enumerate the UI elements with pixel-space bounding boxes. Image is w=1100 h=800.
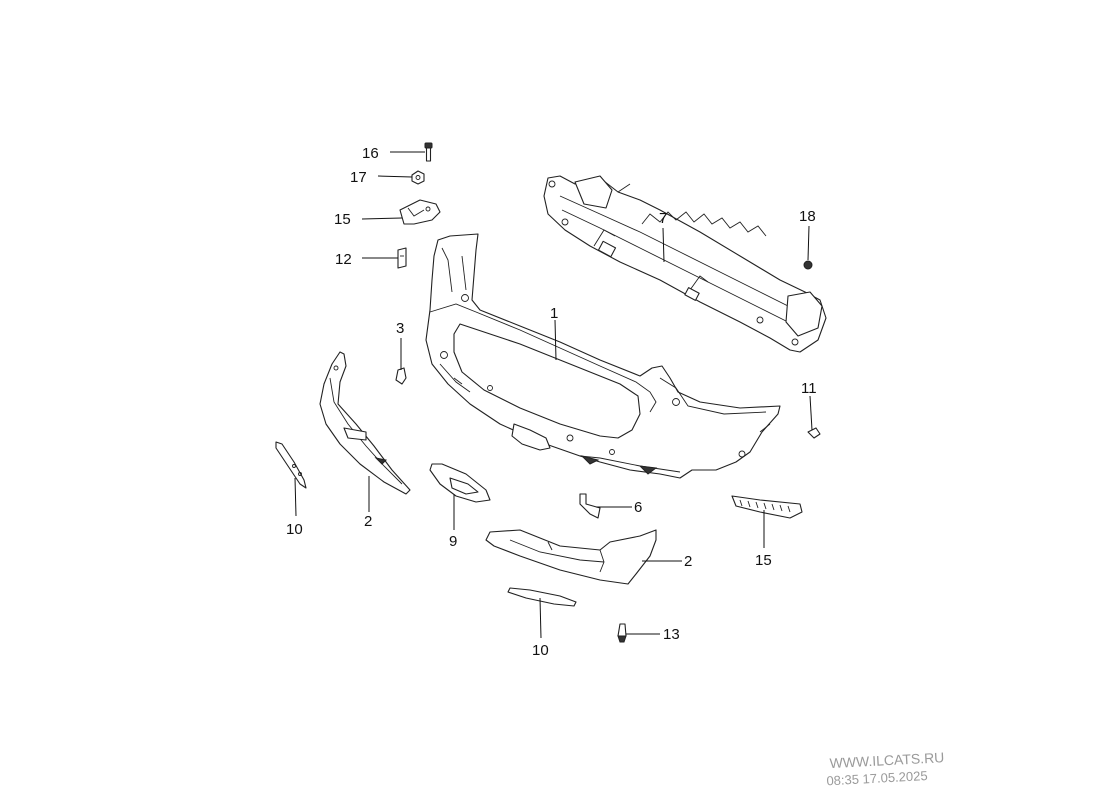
callout-18: 18	[799, 208, 816, 225]
callout-16: 16	[362, 145, 379, 162]
part-13-clip	[617, 623, 627, 643]
part-15-grille-right	[731, 495, 803, 519]
part-16-bolt	[424, 142, 433, 162]
callout-6: 6	[634, 499, 642, 516]
callout-1: 1	[550, 305, 558, 322]
callout-9: 9	[449, 533, 457, 550]
part-15-bracket-top	[399, 199, 441, 225]
callout-2-right: 2	[684, 553, 692, 570]
part-18-nut	[803, 260, 813, 270]
watermark-site: WWW.ILCATS.RU	[829, 749, 945, 771]
part-10-molding-left	[275, 441, 307, 489]
callout-17: 17	[350, 169, 367, 186]
part-7-bumper-beam	[543, 175, 827, 353]
part-12-clip	[397, 247, 407, 269]
part-3-reflector	[395, 367, 407, 385]
part-11-screw	[807, 427, 821, 439]
callout-15-top: 15	[334, 211, 351, 228]
part-1-bumper-cover	[425, 233, 781, 479]
part-10-molding-bottom	[507, 587, 577, 607]
callout-2-left: 2	[364, 513, 372, 530]
leader-lines	[294, 151, 813, 639]
callout-12: 12	[335, 251, 352, 268]
callout-15-right: 15	[755, 552, 772, 569]
part-2-skirt-right	[485, 529, 657, 585]
callout-10-bottom: 10	[532, 642, 549, 659]
part-6-bracket	[579, 493, 601, 519]
callout-3: 3	[396, 320, 404, 337]
part-2-skirt-left	[319, 351, 411, 495]
callout-7: 7	[659, 210, 667, 227]
callout-10-left: 10	[286, 521, 303, 538]
part-17-nut	[411, 170, 425, 185]
watermark: WWW.ILCATS.RU 08:35 17.05.2025	[826, 749, 945, 788]
part-9-cover	[429, 463, 491, 503]
callout-11: 11	[801, 380, 817, 397]
callout-labels: 16 17 15 12 7 18 1 3 11 10 2 9 6 15 2 10…	[286, 145, 817, 659]
callout-13: 13	[663, 626, 680, 643]
watermark-timestamp: 08:35 17.05.2025	[826, 768, 928, 788]
